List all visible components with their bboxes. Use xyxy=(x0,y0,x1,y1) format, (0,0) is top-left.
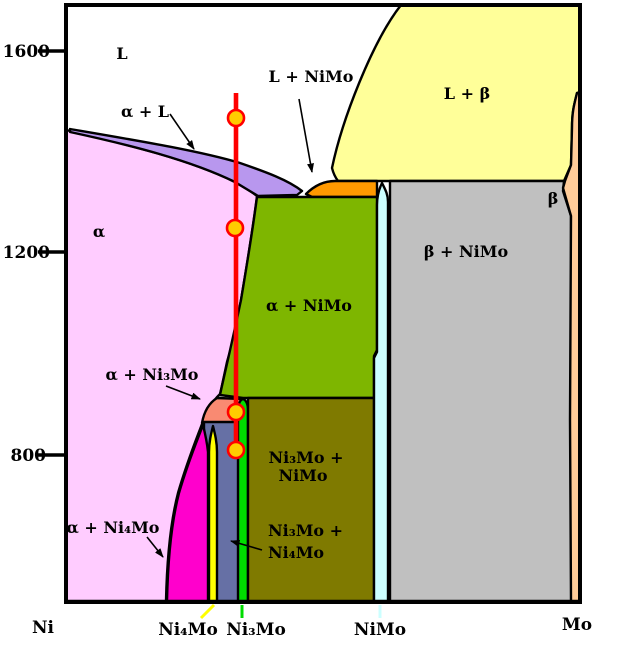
label-alpha-plus-Ni3Mo: α + Ni₃Mo xyxy=(106,365,199,384)
label-L-plus-beta: L + β xyxy=(444,84,490,103)
label-alpha: α xyxy=(93,222,105,241)
region-alpha-plus-Ni4Mo xyxy=(165,423,210,603)
region-Ni4Mo-stripe xyxy=(207,424,219,603)
arrow-Ni3Mo-plus-Ni4Mo xyxy=(230,540,263,551)
datapoint-marker-2 xyxy=(225,218,245,238)
plot-frame xyxy=(64,3,582,604)
label-alpha-plus-Ni4Mo: α + Ni₄Mo xyxy=(67,518,160,537)
label-beta: β xyxy=(548,189,559,208)
label-L: L xyxy=(116,44,127,63)
region-L-plus-NiMo-orange xyxy=(304,179,379,199)
label-Ni3Mo-plus-NiMo-1: Ni₃Mo + xyxy=(268,448,343,467)
xlabel-NiMo: NiMo xyxy=(354,620,406,640)
label-L-plus-NiMo: L + NiMo xyxy=(269,67,354,86)
arrow-alpha-plus-L xyxy=(169,113,195,150)
arrow-alpha-plus-Ni4Mo xyxy=(146,536,164,558)
xlabel-Mo: Mo xyxy=(562,615,592,635)
region-Ni3Mo-plus-NiMo xyxy=(246,396,376,603)
ylabel-1200: 1200 xyxy=(3,243,50,263)
arrow-L-plus-NiMo xyxy=(298,98,314,173)
label-alpha-plus-L: α + L xyxy=(121,102,169,121)
ylabel-1600: 1600 xyxy=(3,42,50,62)
region-NiMo-stripe xyxy=(372,181,390,603)
label-Ni3Mo-plus-NiMo-2: NiMo xyxy=(278,466,327,485)
label-alpha-plus-NiMo: α + NiMo xyxy=(266,296,352,315)
datapoint-marker-4 xyxy=(226,440,246,460)
xlabel-Ni3Mo: Ni₃Mo xyxy=(226,620,286,640)
arrow-alpha-plus-Ni3Mo xyxy=(165,385,201,400)
region-alpha-plus-L xyxy=(68,127,304,198)
datapoint-marker-3 xyxy=(226,402,246,422)
xlabel-Ni: Ni xyxy=(32,618,55,638)
label-beta-plus-NiMo: β + NiMo xyxy=(424,242,509,261)
region-beta xyxy=(561,91,582,603)
xlabel-Ni4Mo: Ni₄Mo xyxy=(158,620,218,640)
datapoint-marker-1 xyxy=(226,108,246,128)
label-Ni3Mo-plus-Ni4Mo-1: Ni₃Mo + xyxy=(268,521,343,540)
region-Ni3Mo-stripe xyxy=(236,397,250,603)
label-Ni3Mo-plus-Ni4Mo-2: Ni₄Mo xyxy=(268,543,324,562)
ylabel-800: 800 xyxy=(11,446,47,466)
xtick-Ni4Mo xyxy=(199,603,216,620)
